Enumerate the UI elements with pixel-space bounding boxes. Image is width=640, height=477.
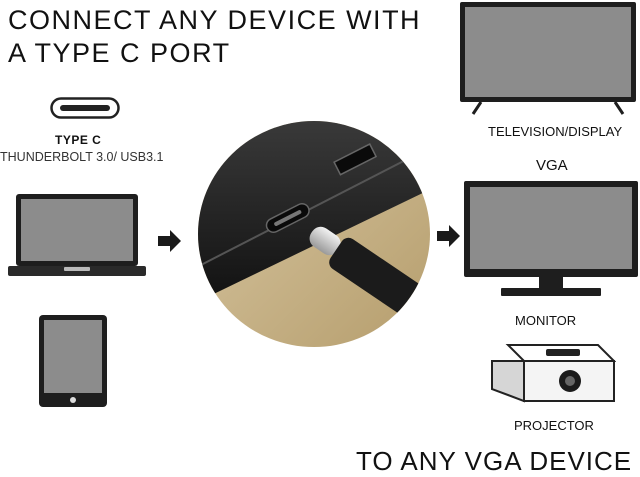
- type-c-subtitle: THUNDERBOLT 3.0/ USB3.1: [0, 150, 164, 164]
- arrow-right-icon: [437, 225, 460, 247]
- monitor-icon: [464, 181, 638, 296]
- tv-icon: [460, 2, 636, 115]
- type-c-title: TYPE C: [55, 133, 102, 147]
- vga-label: VGA: [536, 157, 568, 174]
- footer-text: TO ANY VGA DEVICE: [356, 446, 633, 476]
- laptop-icon: [8, 194, 146, 276]
- headline-line-1: CONNECT ANY DEVICE WITH: [8, 5, 422, 35]
- arrow-right-icon: [158, 230, 181, 252]
- tablet-icon: [39, 315, 107, 407]
- projector-icon: [491, 344, 616, 403]
- tv-label: TELEVISION/DISPLAY: [488, 124, 623, 139]
- monitor-label: MONITOR: [515, 313, 577, 328]
- usb-c-connection-photo: [198, 121, 430, 347]
- projector-label: PROJECTOR: [514, 418, 594, 433]
- headline: CONNECT ANY DEVICE WITH A TYPE C PORT: [8, 4, 421, 70]
- headline-line-2: A TYPE C PORT: [8, 38, 231, 68]
- usb-c-port-icon: [50, 97, 120, 119]
